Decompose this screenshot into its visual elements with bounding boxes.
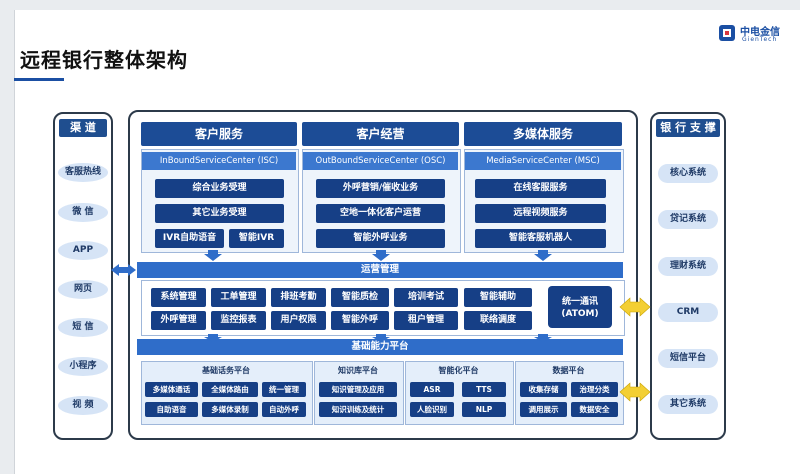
arrow-support-platform — [619, 382, 651, 402]
page-title: 远程银行整体架构 — [20, 48, 188, 72]
platform-item[interactable]: 多媒体录制 — [202, 402, 258, 417]
logo-text-cn: 中电金信 — [740, 27, 780, 38]
arrow-down-ops-center — [372, 334, 390, 342]
arrow-support-atom — [619, 297, 651, 317]
isc-item-general[interactable]: 综合业务受理 — [155, 179, 284, 198]
ops-item[interactable]: 外呼管理 — [151, 311, 206, 330]
operations-bar: 运营管理 — [137, 262, 623, 278]
arrow-down-ops-left — [204, 334, 222, 342]
ops-item[interactable]: 租户管理 — [394, 311, 458, 330]
msc-item-robot[interactable]: 智能客服机器人 — [475, 229, 606, 248]
platform-item[interactable]: 全媒体路由 — [202, 382, 258, 397]
ops-item[interactable]: 培训考试 — [394, 288, 458, 307]
ops-item[interactable]: 智能辅助 — [464, 288, 532, 307]
atom-sublabel: (ATOM) — [561, 309, 599, 319]
platform-item[interactable]: ASR — [410, 382, 454, 397]
atom-box[interactable]: 统一通讯 (ATOM) — [548, 286, 612, 328]
bank-support-item[interactable]: 核心系统 — [658, 164, 718, 183]
msc-item-online[interactable]: 在线客服服务 — [475, 179, 606, 198]
channel-item[interactable]: 网页 — [58, 280, 108, 299]
channel-item[interactable]: 微 信 — [58, 203, 108, 222]
bank-support-item[interactable]: 理财系统 — [658, 257, 718, 276]
osc-item-marketing[interactable]: 外呼营销/催收业务 — [316, 179, 445, 198]
platform-group-title: 智能化平台 — [438, 366, 479, 375]
arrow-channels-center — [111, 264, 136, 276]
platform-item[interactable]: 数据安全 — [571, 402, 618, 417]
arrow-down-osc — [372, 250, 390, 261]
atom-label: 统一通讯 — [561, 297, 598, 307]
arrow-down-ops-right — [534, 334, 552, 342]
isc-item-other[interactable]: 其它业务受理 — [155, 204, 284, 223]
ops-item[interactable]: 排班考勤 — [271, 288, 326, 307]
arrow-down-isc — [204, 250, 222, 261]
platform-item[interactable]: 人脸识别 — [410, 402, 454, 417]
arrow-down-msc — [534, 250, 552, 261]
ops-item[interactable]: 工单管理 — [211, 288, 266, 307]
bank-support-panel: 银 行 支 撑 核心系统 贷记系统 理财系统 CRM 短信平台 其它系统 — [650, 112, 726, 440]
service-subtitle-isc: InBoundServiceCenter (ISC) — [142, 152, 296, 170]
service-subtitle-msc: MediaServiceCenter (MSC) — [465, 152, 621, 170]
platform-item[interactable]: 多媒体通话 — [145, 382, 198, 397]
ops-item[interactable]: 智能质检 — [331, 288, 389, 307]
service-subtitle-osc: OutBoundServiceCenter (OSC) — [303, 152, 458, 170]
platform-item[interactable]: TTS — [462, 382, 506, 397]
title-underline — [14, 78, 64, 81]
logo-text-en: GienTech — [742, 36, 778, 43]
platform-group-title: 知识库平台 — [338, 366, 378, 375]
bank-support-item[interactable]: 短信平台 — [658, 349, 718, 368]
platform-item[interactable]: 自助语音 — [145, 402, 198, 417]
ops-item[interactable]: 监控报表 — [211, 311, 266, 330]
ops-item[interactable]: 系统管理 — [151, 288, 206, 307]
isc-item-smart-ivr[interactable]: 智能IVR — [229, 229, 284, 248]
bank-support-item[interactable]: 其它系统 — [658, 395, 718, 414]
service-title-osc: 客户经营 — [302, 122, 459, 146]
platform-bar: 基础能力平台 — [137, 339, 623, 355]
ops-item[interactable]: 联络调度 — [464, 311, 532, 330]
osc-item-smart-call[interactable]: 智能外呼业务 — [316, 229, 445, 248]
isc-item-ivr-self[interactable]: IVR自助语音 — [155, 229, 224, 248]
platform-item[interactable]: 知识管理及应用 — [319, 382, 397, 397]
ops-item[interactable]: 智能外呼 — [331, 311, 389, 330]
bank-support-item[interactable]: 贷记系统 — [658, 210, 718, 229]
service-title-isc: 客户服务 — [141, 122, 297, 146]
channels-header: 渠 道 — [59, 119, 107, 137]
platform-item[interactable]: 治理分类 — [571, 382, 618, 397]
platform-item[interactable]: 自动外呼 — [262, 402, 306, 417]
logo-mark-icon — [719, 25, 735, 41]
platform-item[interactable]: 知识训练及统计 — [319, 402, 397, 417]
channel-item[interactable]: 短 信 — [58, 318, 108, 337]
company-logo: 中电金信 GienTech — [718, 22, 788, 48]
channel-item[interactable]: 小程序 — [58, 357, 108, 376]
platform-item[interactable]: NLP — [462, 402, 506, 417]
platform-group-title: 数据平台 — [552, 366, 585, 375]
ops-item[interactable]: 用户权限 — [271, 311, 326, 330]
bank-support-header: 银 行 支 撑 — [656, 119, 720, 137]
platform-item[interactable]: 调用展示 — [520, 402, 567, 417]
bank-support-item[interactable]: CRM — [658, 303, 718, 322]
platform-item[interactable]: 收集存储 — [520, 382, 567, 397]
msc-item-video[interactable]: 远程视频服务 — [475, 204, 606, 223]
osc-item-operation[interactable]: 空地一体化客户运营 — [316, 204, 445, 223]
channel-item[interactable]: APP — [58, 241, 108, 260]
channel-item[interactable]: 视 频 — [58, 396, 108, 415]
service-title-msc: 多媒体服务 — [464, 122, 622, 146]
platform-item[interactable]: 统一管理 — [262, 382, 306, 397]
platform-group-title: 基础话务平台 — [202, 366, 250, 375]
channels-panel: 渠 道 客服热线 微 信 APP 网页 短 信 小程序 视 频 — [53, 112, 113, 440]
channel-item[interactable]: 客服热线 — [58, 163, 108, 182]
